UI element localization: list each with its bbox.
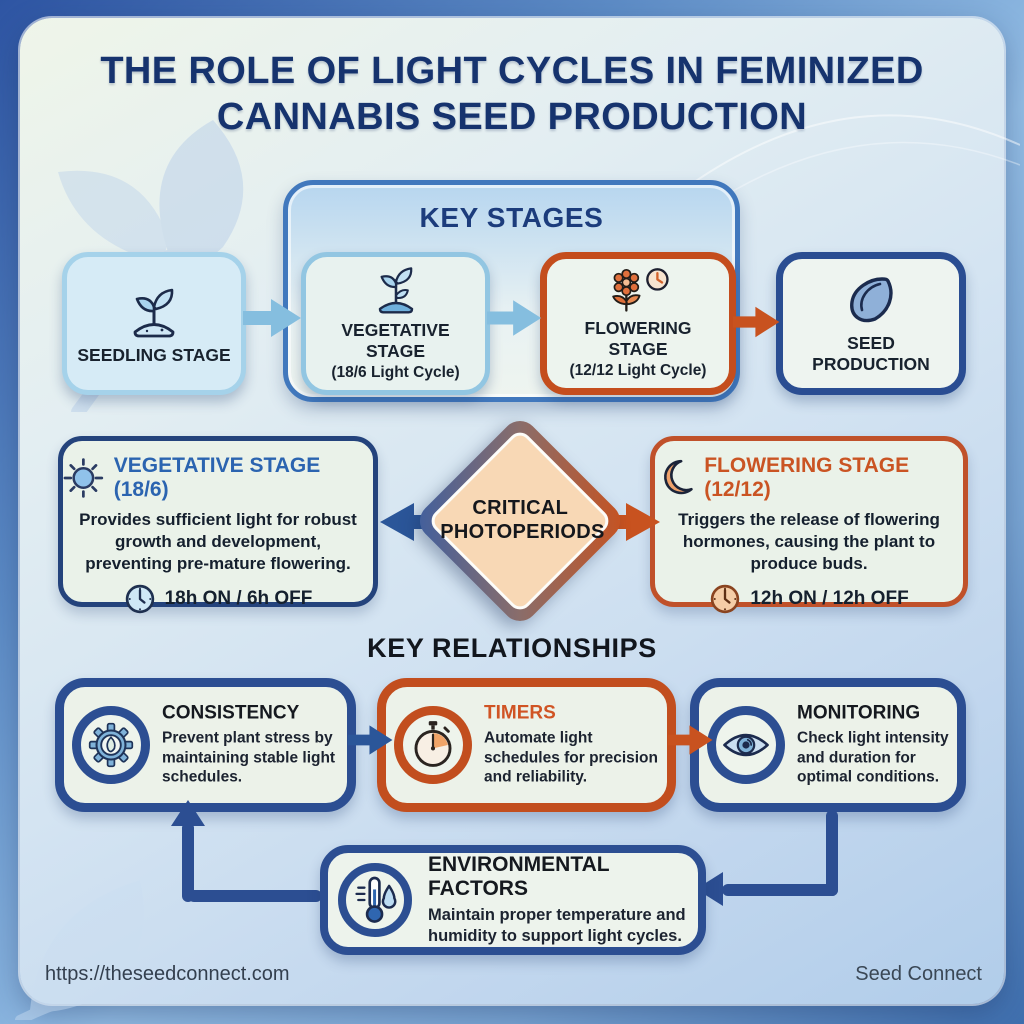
- monitoring-box: MONITORING Check light intensity and dur…: [690, 678, 966, 812]
- key-relationships-heading: KEY RELATIONSHIPS: [367, 633, 657, 663]
- arrowhead-into-consistency: [171, 800, 205, 826]
- seed-icon: [850, 276, 893, 322]
- sun-icon: [63, 458, 104, 498]
- connector-up-to-consistency: [182, 822, 194, 902]
- connector-environment-to-consistency: [188, 890, 322, 902]
- stage-box-vegetative: VEGETATIVE STAGE (18/6 Light Cycle): [301, 252, 490, 395]
- moon-icon: [664, 459, 693, 495]
- arrow-flowering-to-seed: [733, 306, 780, 338]
- flowering-detail-heading: FLOWERING STAGE (12/12): [704, 454, 910, 501]
- key-stages-heading: KEY STAGES: [419, 202, 604, 233]
- monitoring-icon-circle: [707, 706, 785, 784]
- plant-icon: [378, 267, 413, 314]
- environmental-factors-box: ENVIRONMENTAL FACTORS Maintain proper te…: [320, 845, 706, 955]
- flowering-schedule: 12h ON / 12h OFF: [750, 588, 909, 610]
- clock-icon: [125, 585, 154, 614]
- stage-label: VEGETATIVE STAGE: [341, 320, 450, 361]
- flower-clock-icon: [612, 268, 669, 312]
- flowering-detail-description: Triggers the release of flowering hormon…: [678, 510, 940, 573]
- stage-label: FLOWERING STAGE: [584, 318, 692, 359]
- timers-title: TIMERS: [484, 702, 556, 724]
- consistency-icon-circle: [72, 706, 150, 784]
- arrow-vegetative-to-flowering: [487, 300, 542, 336]
- footer-url-link[interactable]: https://theseedconnect.com: [45, 963, 290, 985]
- stage-box-seedling: SEEDLING STAGE: [62, 252, 246, 395]
- thermometer-droplet-icon: [355, 876, 397, 923]
- connector-monitoring-to-environment: [722, 884, 838, 896]
- arrow-diamond-to-vegetative: [380, 503, 448, 541]
- vegetative-detail-description: Provides sufficient light for robust gro…: [79, 510, 357, 573]
- environment-description: Maintain proper temperature and humidity…: [428, 906, 686, 945]
- vegetative-detail-box: VEGETATIVE STAGE (18/6) Provides suffici…: [58, 436, 378, 614]
- flowering-detail-box: FLOWERING STAGE (12/12) Triggers the rel…: [650, 436, 968, 614]
- arrow-diamond-to-flowering: [592, 503, 660, 541]
- footer-brand: Seed Connect: [855, 963, 982, 985]
- timers-icon-circle: [394, 706, 472, 784]
- stage-sublabel: (12/12 Light Cycle): [569, 362, 707, 379]
- monitoring-description: Check light intensity and duration for o…: [797, 729, 949, 786]
- arrow-timers-to-monitoring: [668, 725, 713, 755]
- eye-icon: [723, 733, 769, 757]
- arrow-consistency-to-timers: [348, 725, 393, 755]
- vegetative-schedule: 18h ON / 6h OFF: [164, 588, 313, 610]
- seedling-icon: [133, 288, 175, 338]
- timers-box: TIMERS Automate light schedules for prec…: [377, 678, 676, 812]
- arrow-seedling-to-vegetative: [243, 299, 301, 337]
- gear-leaf-icon: [88, 722, 134, 768]
- stage-label: SEED PRODUCTION: [812, 332, 930, 374]
- connector-monitoring-down: [826, 810, 838, 896]
- consistency-box: CONSISTENCY Prevent plant stress by main…: [55, 678, 356, 812]
- environment-icon-circle: [338, 863, 412, 937]
- vegetative-detail-heading: VEGETATIVE STAGE (18/6): [113, 454, 321, 501]
- environment-title: ENVIRONMENTAL FACTORS: [428, 853, 610, 901]
- stage-sublabel: (18/6 Light Cycle): [331, 364, 460, 381]
- stage-label: SEEDLING STAGE: [77, 345, 231, 365]
- stage-box-seed-production: SEED PRODUCTION: [776, 252, 966, 395]
- consistency-description: Prevent plant stress by maintaining stab…: [162, 729, 336, 786]
- timers-description: Automate light schedules for precision a…: [484, 729, 658, 786]
- diamond-label: CRITICAL PHOTOPERIODS: [440, 497, 605, 543]
- monitoring-title: MONITORING: [797, 702, 921, 724]
- page-title: THE ROLE OF LIGHT CYCLES IN FEMINIZED CA…: [100, 50, 924, 139]
- clock-icon: [711, 585, 740, 614]
- consistency-title: CONSISTENCY: [162, 702, 300, 724]
- stage-box-flowering: FLOWERING STAGE (12/12 Light Cycle): [540, 252, 736, 395]
- stopwatch-icon: [414, 721, 452, 767]
